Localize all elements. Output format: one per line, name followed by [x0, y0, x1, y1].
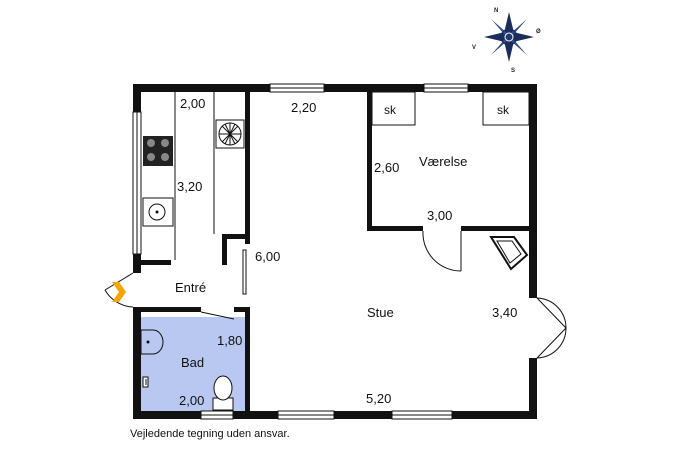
interior-walls — [141, 92, 529, 419]
dim-bedroom-width: 3,00 — [427, 208, 452, 223]
compass-north: N — [494, 8, 498, 14]
closet-label-right: sk — [497, 103, 510, 117]
dim-bath-width: 2,00 — [179, 393, 204, 408]
room-label-bedroom: Værelse — [419, 154, 467, 169]
washbasin-icon — [140, 329, 164, 355]
dim-top-center: 2,20 — [291, 100, 316, 115]
entrance-arrow-icon — [112, 282, 126, 302]
room-label-bathroom: Bad — [181, 355, 204, 370]
dim-bedroom-depth: 2,60 — [374, 160, 399, 175]
dim-right-side: 3,40 — [492, 305, 517, 320]
room-label-living-room: Stue — [367, 305, 394, 320]
kitchen-counter — [142, 92, 245, 260]
dim-bottom-width: 5,20 — [366, 391, 391, 406]
fireplace-icon — [489, 236, 529, 271]
dim-bath-depth: 1,80 — [217, 333, 242, 348]
windows — [132, 83, 469, 420]
shower-tap-icon — [142, 376, 149, 388]
compass-east: Ø — [536, 29, 541, 35]
compass-west: V — [472, 45, 476, 51]
room-label-entrance: Entré — [175, 280, 206, 295]
fan-icon — [215, 119, 245, 149]
dim-kitchen-length: 3,20 — [177, 179, 202, 194]
kitchen-sink-icon — [142, 197, 174, 227]
dim-kitchen-width: 2,00 — [180, 96, 205, 111]
closet-label-left: sk — [384, 103, 397, 117]
disclaimer-text: Vejledende tegning uden ansvar. — [130, 428, 290, 440]
stove-icon — [143, 136, 173, 166]
doors — [104, 230, 567, 359]
closets — [371, 91, 530, 126]
toilet-icon — [212, 375, 234, 411]
compass-rose-icon: N Ø S V — [472, 8, 541, 74]
compass-south: S — [511, 68, 515, 74]
dim-living-height: 6,00 — [255, 249, 280, 264]
